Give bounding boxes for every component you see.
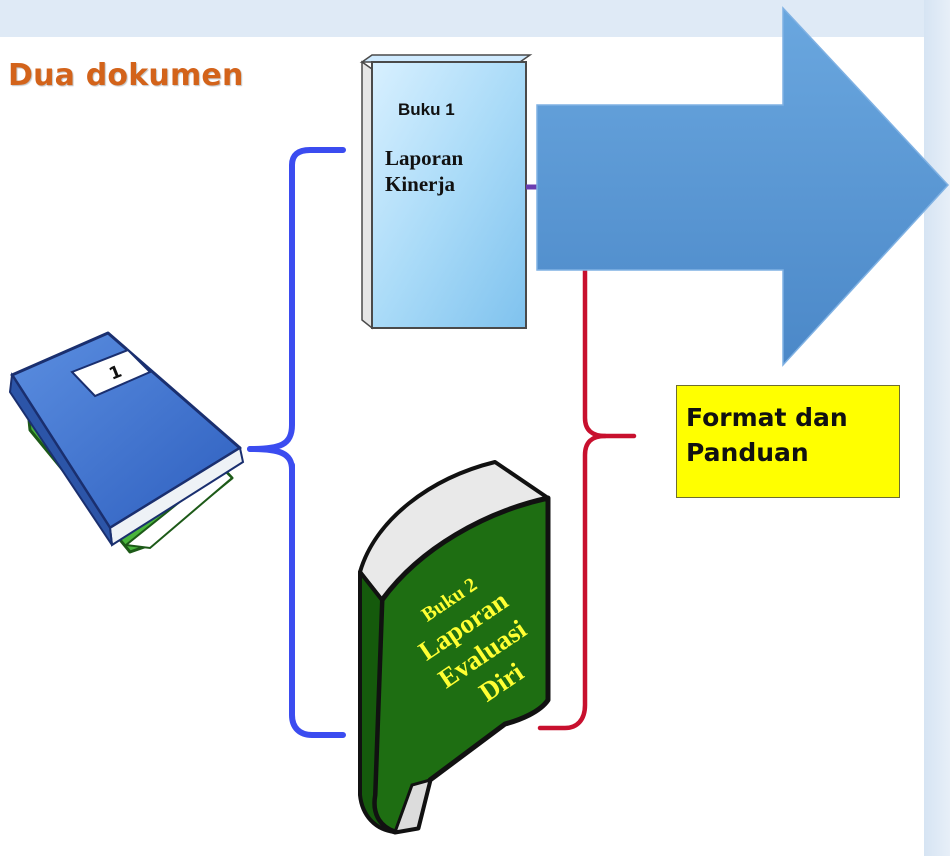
format-panduan-box: Format dan Panduan — [676, 385, 900, 498]
red-bracket — [537, 252, 637, 731]
right-edge-strip — [924, 0, 950, 856]
right-arrow-shape — [536, 6, 950, 367]
book-1-title: Laporan Kinerja — [385, 146, 464, 196]
book-1-label: Buku 1 — [398, 100, 455, 119]
page-title: Dua dokumen — [8, 58, 244, 93]
blue-bracket — [247, 147, 346, 738]
book-stack-icon — [8, 331, 245, 554]
book-1-box — [359, 54, 533, 330]
book-2-shape — [358, 460, 551, 835]
